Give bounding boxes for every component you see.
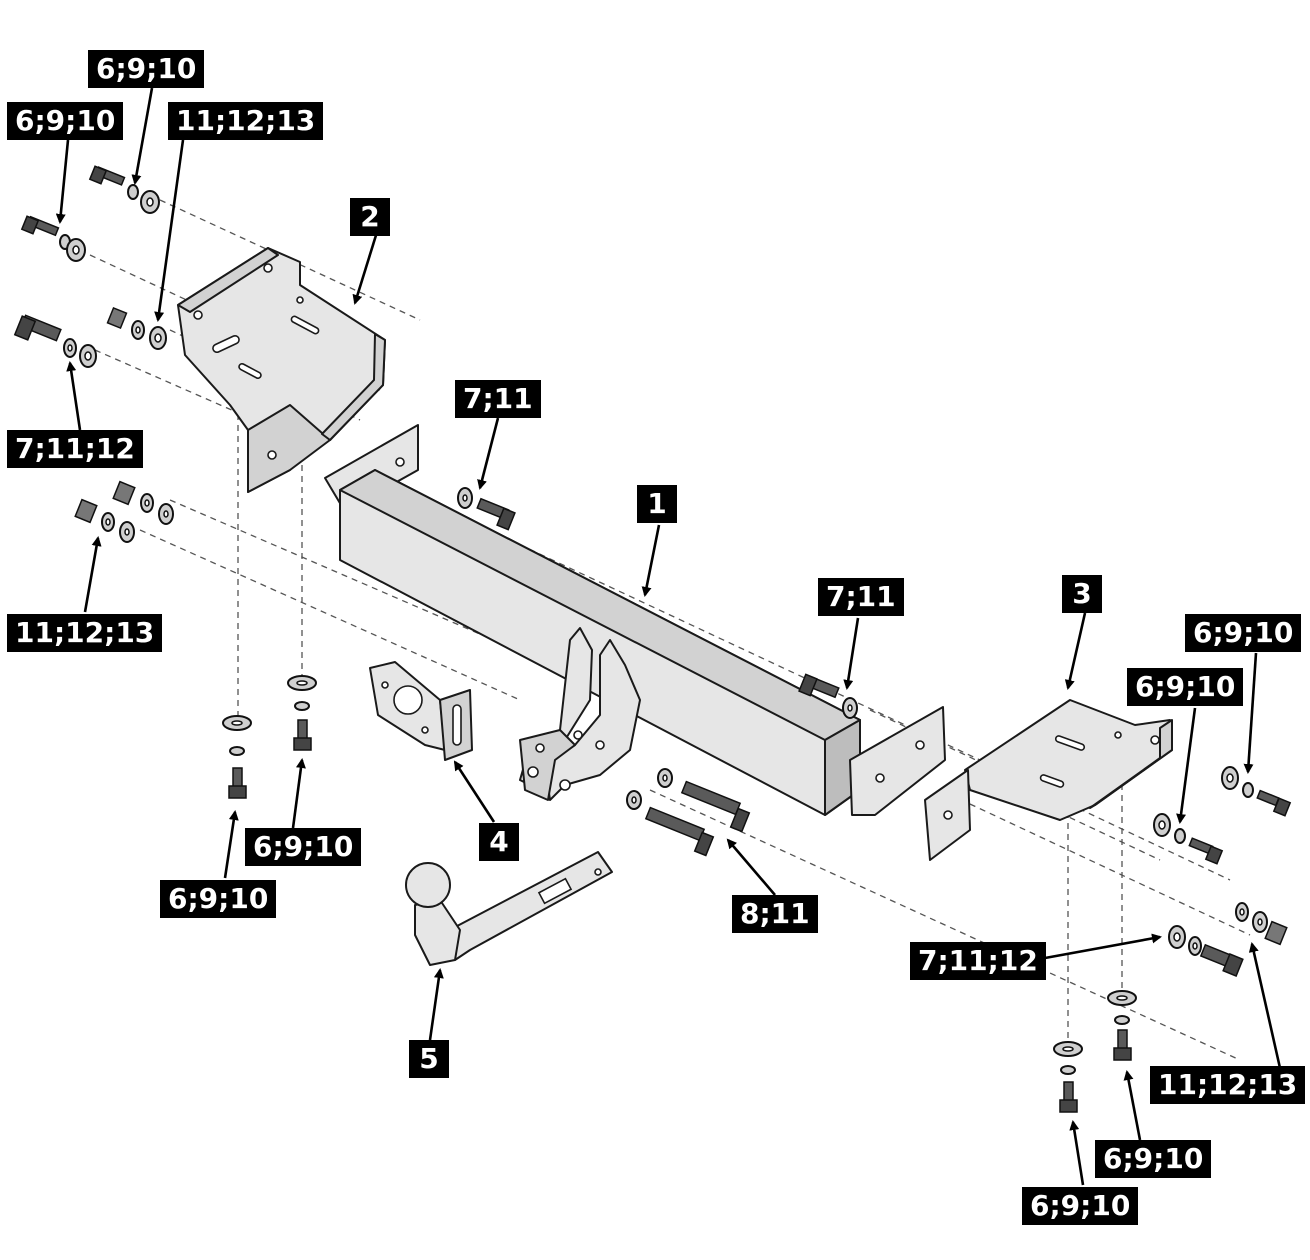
callout-6-9-10: 6;9;10 <box>160 880 277 918</box>
callout-8-11: 8;11 <box>732 895 818 933</box>
callout-11-12-13: 11;12;13 <box>168 102 324 140</box>
callout-11-12-13: 11;12;13 <box>1150 1066 1306 1104</box>
callout-7-11: 7;11 <box>818 578 904 616</box>
callout-6-9-10: 6;9;10 <box>1185 614 1302 652</box>
part-number-5: 5 <box>409 1040 449 1078</box>
callout-7-11-12: 7;11;12 <box>7 430 143 468</box>
right-mounting-bracket <box>924 699 1173 861</box>
part-number-1: 1 <box>637 485 677 523</box>
callout-7-11: 7;11 <box>455 380 541 418</box>
part-number-3: 3 <box>1062 575 1102 613</box>
right-fasteners <box>1053 766 1292 1113</box>
callout-6-9-10: 6;9;10 <box>1022 1187 1139 1225</box>
callout-6-9-10: 6;9;10 <box>7 102 124 140</box>
center-fasteners <box>457 487 858 857</box>
callout-6-9-10: 6;9;10 <box>1095 1140 1212 1178</box>
callout-6-9-10: 6;9;10 <box>1127 668 1244 706</box>
tow-ball-hook <box>405 851 613 966</box>
callout-11-12-13: 11;12;13 <box>7 614 163 652</box>
part-number-4: 4 <box>479 823 519 861</box>
callout-6-9-10: 6;9;10 <box>88 50 205 88</box>
callout-6-9-10: 6;9;10 <box>245 828 362 866</box>
part-number-2: 2 <box>350 198 390 236</box>
callout-7-11-12: 7;11;12 <box>910 942 1046 980</box>
electrical-socket-plate <box>369 661 473 761</box>
left-fasteners <box>13 165 317 799</box>
leader-arrows <box>55 87 1282 1186</box>
main-crossbar <box>324 424 946 816</box>
left-mounting-bracket <box>177 247 386 493</box>
